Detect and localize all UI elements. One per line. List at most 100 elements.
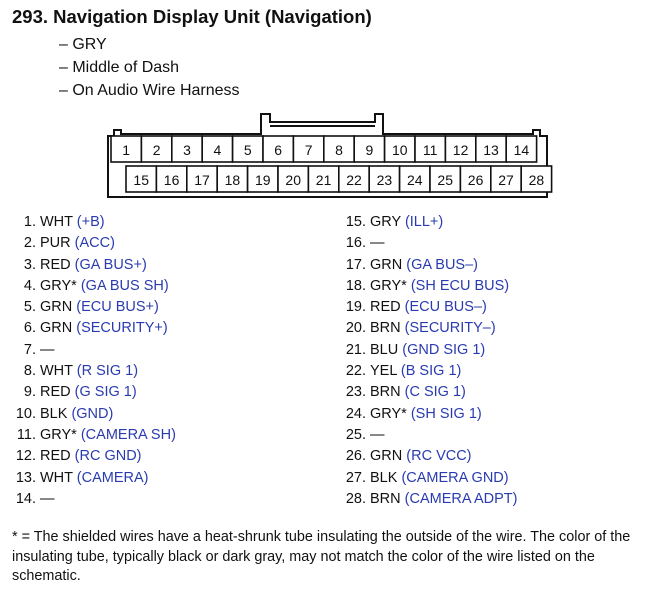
connector-pin-label: 5 xyxy=(244,142,252,158)
connector-cell xyxy=(216,165,249,193)
connector-pin-label: 13 xyxy=(483,142,499,158)
connector-pin-label: 27 xyxy=(498,172,514,188)
pin-number: 3. xyxy=(23,256,36,273)
pin-description: BLK (CAMERA GND) xyxy=(370,468,509,489)
pin-description: GRY* (GA BUS SH) xyxy=(40,276,169,297)
connector-cell xyxy=(125,165,158,193)
connector-details: – GRY – Middle of Dash – On Audio Wire H… xyxy=(59,33,240,102)
signal-name: (RC VCC) xyxy=(406,448,472,465)
connector-pin-label: 28 xyxy=(529,172,545,188)
connector-pin-label: 8 xyxy=(335,142,343,158)
signal-name: (SECURITY+) xyxy=(76,320,168,337)
pin-number: 20. xyxy=(345,320,366,337)
connector-pin-label: 9 xyxy=(366,142,374,158)
pin-description: RED (ECU BUS–) xyxy=(370,297,487,318)
wire-color: GRY* xyxy=(370,277,407,294)
wire-color: BRN xyxy=(370,490,401,507)
pin-description: GRN (SECURITY+) xyxy=(40,318,168,339)
connector-pin-label: 4 xyxy=(214,142,222,158)
pin-number: 23. xyxy=(345,384,366,401)
connector-cell xyxy=(246,165,279,193)
signal-name: (SECURITY–) xyxy=(404,320,496,337)
footnote: * = The shielded wires have a heat-shrun… xyxy=(12,529,631,584)
pin-description: GRY (ILL+) xyxy=(370,212,443,233)
signal-name: (B SIG 1) xyxy=(400,363,462,380)
signal-name: (SH SIG 1) xyxy=(410,405,482,422)
pin-number: 21. xyxy=(345,341,366,358)
pin-description: GRN (RC VCC) xyxy=(370,446,472,467)
signal-name: (GND) xyxy=(71,405,114,422)
pin-description: GRY* (SH SIG 1) xyxy=(370,404,482,425)
wire-color: RED xyxy=(40,448,71,465)
wire-color: GRY* xyxy=(40,277,77,294)
pin-number: 2. xyxy=(23,235,36,252)
pin-description: GRY* (SH ECU BUS) xyxy=(370,276,509,297)
connector-cell xyxy=(459,165,492,193)
connector-pin-label: 20 xyxy=(285,172,301,188)
signal-name: (ECU BUS+) xyxy=(76,299,159,316)
pin-description: — xyxy=(370,233,385,254)
pin-description: RED (GA BUS+) xyxy=(40,255,147,276)
connector-cell xyxy=(171,135,204,163)
pin-number: 15. xyxy=(345,214,366,230)
pin-number: 18. xyxy=(345,277,366,294)
signal-name: (RC GND) xyxy=(74,448,142,465)
connector-pin-label: 17 xyxy=(194,172,210,188)
pin-number: 27. xyxy=(345,469,366,486)
wire-color: RED xyxy=(40,256,71,273)
pin-description: WHT (R SIG 1) xyxy=(40,361,138,382)
connector-pin-label: 25 xyxy=(437,172,453,188)
connector-cell xyxy=(307,165,340,193)
wire-color: — xyxy=(40,341,55,358)
wire-color: YEL xyxy=(370,363,397,380)
wire-color: WHT xyxy=(40,214,73,230)
connector-pin-label: 3 xyxy=(183,142,191,158)
wire-color: RED xyxy=(370,299,401,316)
connector-cell xyxy=(383,135,416,163)
signal-name: (CAMERA ADPT) xyxy=(404,490,518,507)
pin-number: 26. xyxy=(345,448,366,465)
signal-name: (R SIG 1) xyxy=(76,363,139,380)
connector-pin-label: 23 xyxy=(377,172,393,188)
wire-color: BLU xyxy=(370,341,399,358)
wire-color: GRY* xyxy=(370,405,407,422)
pin-description: BRN (SECURITY–) xyxy=(370,318,496,339)
connector-cell xyxy=(322,135,355,163)
wire-color: GRY* xyxy=(40,426,77,443)
connector-pin-label: 2 xyxy=(153,142,161,158)
pin-description: YEL (B SIG 1) xyxy=(370,361,461,382)
connector-harness: – On Audio Wire Harness xyxy=(59,82,240,99)
connector-cell xyxy=(429,165,462,193)
pin-number: 4. xyxy=(23,277,36,294)
wire-color: GRN xyxy=(40,320,73,337)
connector-pin-label: 21 xyxy=(316,172,332,188)
signal-name: (CAMERA) xyxy=(76,469,149,486)
pin-description: — xyxy=(370,425,385,446)
pin-description: — xyxy=(40,340,55,361)
pin-description: BLK (GND) xyxy=(40,404,113,425)
connector-pin-label: 6 xyxy=(274,142,282,158)
pin-description: BRN (C SIG 1) xyxy=(370,382,466,403)
pin-number: 14. xyxy=(15,490,36,507)
connector-cell xyxy=(231,135,264,163)
wire-color: GRN xyxy=(370,448,403,465)
pin-description: PUR (ACC) xyxy=(40,233,115,254)
connector-location: – Middle of Dash xyxy=(59,59,180,76)
signal-name: (CAMERA SH) xyxy=(80,426,176,443)
pin-number: 9. xyxy=(23,384,36,401)
signal-name: (ACC) xyxy=(74,235,115,252)
signal-name: (GND SIG 1) xyxy=(402,341,486,358)
pin-number: 1. xyxy=(23,214,36,230)
pin-description: GRN (ECU BUS+) xyxy=(40,297,159,318)
wire-color: WHT xyxy=(40,363,73,380)
wire-color: — xyxy=(40,490,55,507)
connector-cell xyxy=(292,135,325,163)
connector-cell xyxy=(186,165,219,193)
pin-number: 13. xyxy=(15,469,36,486)
connector-cell xyxy=(520,165,553,193)
wire-color: GRN xyxy=(370,256,403,273)
connector-pin-label: 10 xyxy=(392,142,408,158)
wire-color: — xyxy=(370,426,385,443)
signal-name: (ECU BUS–) xyxy=(404,299,487,316)
